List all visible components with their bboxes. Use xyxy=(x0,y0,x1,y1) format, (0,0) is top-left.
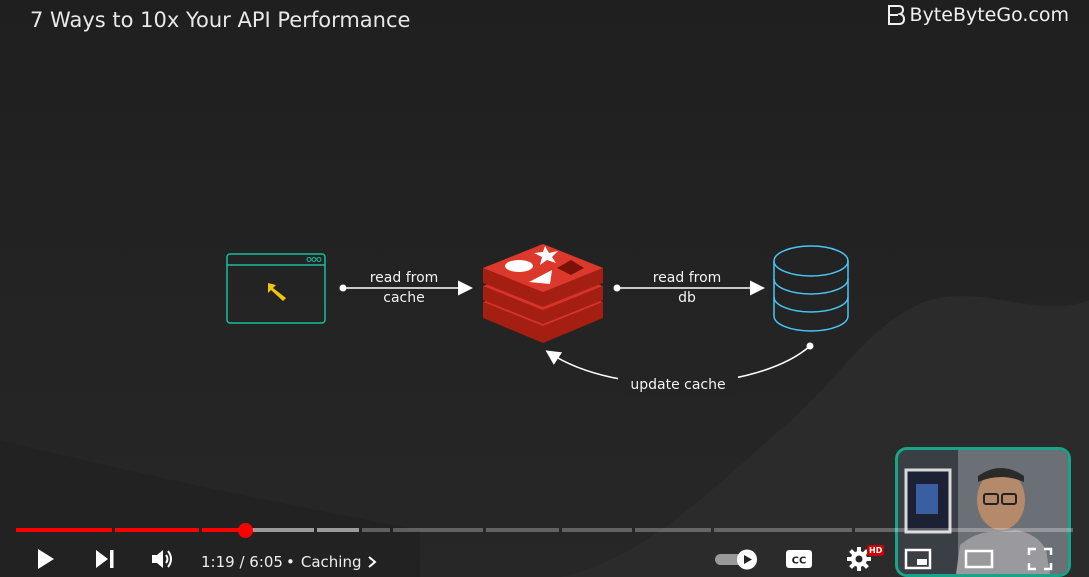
hd-badge: HD xyxy=(867,545,885,556)
play-button[interactable] xyxy=(30,540,60,577)
read-db-label: read from db xyxy=(641,268,733,308)
theater-mode-button[interactable] xyxy=(962,540,996,577)
settings-button[interactable] xyxy=(843,540,875,577)
read-cache-arrow xyxy=(339,280,473,296)
fullscreen-icon xyxy=(1027,547,1053,570)
progress-segment xyxy=(562,528,632,532)
presenter-video xyxy=(898,450,1068,574)
progress-bar[interactable] xyxy=(16,528,1073,533)
client-window-icon xyxy=(226,253,326,324)
update-cache-label: update cache xyxy=(618,375,738,395)
read-cache-label: read from cache xyxy=(358,268,450,308)
progress-segment xyxy=(635,528,711,532)
database-icon xyxy=(773,245,849,332)
cursor-icon xyxy=(268,283,286,301)
read-db-label-line1: read from xyxy=(652,270,722,286)
volume-button[interactable] xyxy=(147,540,179,577)
brand-logo[interactable]: ByteByteGo.com xyxy=(886,4,1069,26)
miniplayer-button[interactable] xyxy=(902,540,934,577)
progress-segment xyxy=(714,528,852,532)
read-cache-label-line1: read from xyxy=(369,270,439,286)
webcam-overlay xyxy=(895,447,1071,577)
bytebytego-logo-icon xyxy=(887,5,905,25)
read-db-arrow xyxy=(613,280,765,296)
read-cache-label-line2: cache xyxy=(383,290,425,306)
progress-segment xyxy=(362,528,390,532)
progress-segment xyxy=(246,528,314,532)
player-controls: CC xyxy=(0,540,1089,577)
miniplayer-icon xyxy=(904,548,932,569)
read-db-label-line2: db xyxy=(678,290,696,306)
svg-text:CC: CC xyxy=(792,555,807,566)
progress-segment xyxy=(317,528,359,532)
progress-segment xyxy=(202,528,246,532)
chapter-button[interactable]: • Caching xyxy=(286,553,378,571)
progress-segment xyxy=(115,528,199,532)
progress-segment xyxy=(486,528,559,532)
progress-segment xyxy=(16,528,112,532)
theater-icon xyxy=(964,549,994,568)
autoplay-toggle[interactable] xyxy=(712,540,760,577)
progress-segment xyxy=(855,528,1073,532)
chapter-title: Caching xyxy=(300,553,362,571)
chevron-right-icon xyxy=(368,556,378,568)
scrubber-handle[interactable] xyxy=(238,523,253,538)
progress-segment xyxy=(393,528,483,532)
captions-icon: CC xyxy=(786,549,812,568)
volume-icon xyxy=(152,549,172,568)
brand-text: ByteByteGo.com xyxy=(909,4,1069,26)
next-icon xyxy=(96,549,114,568)
play-icon xyxy=(38,548,54,569)
fullscreen-button[interactable] xyxy=(1024,540,1056,577)
chapter-separator: • xyxy=(286,553,295,571)
time-display: 1:19 / 6:05 xyxy=(201,553,283,571)
video-title: 7 Ways to 10x Your API Performance xyxy=(30,8,411,32)
redis-icon xyxy=(483,244,603,343)
next-button[interactable] xyxy=(90,540,120,577)
autoplay-toggle-icon xyxy=(715,549,757,569)
settings-icon xyxy=(847,546,871,571)
captions-button[interactable]: CC xyxy=(783,540,815,577)
